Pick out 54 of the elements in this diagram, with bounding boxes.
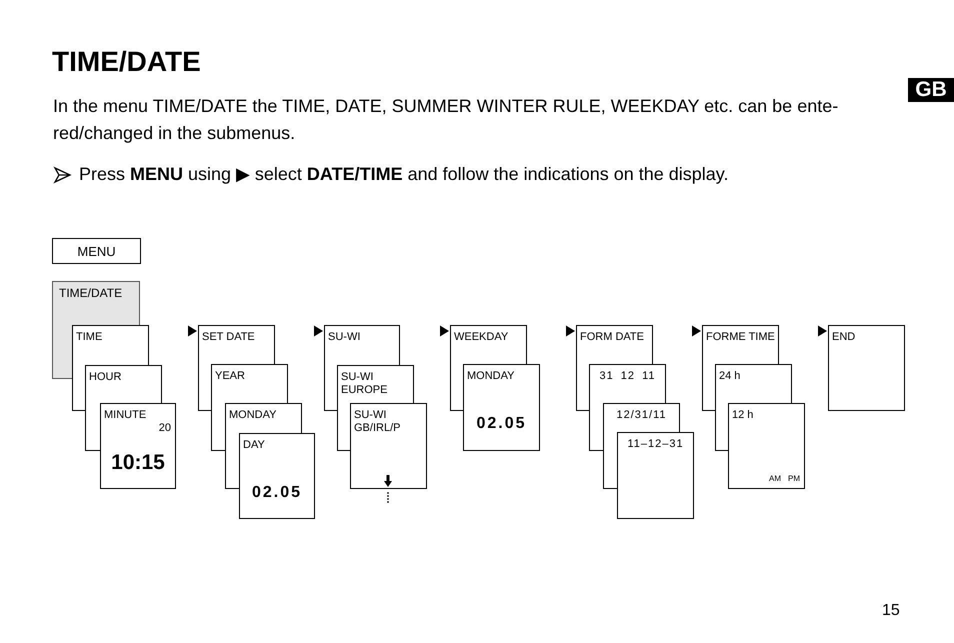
time-readout: 10:15 — [110, 451, 166, 475]
screen-label: DAY — [243, 439, 265, 452]
key-box — [52, 238, 141, 264]
small-number: 20 — [158, 422, 171, 435]
screen-label: 24 h — [719, 370, 740, 383]
date-format: 11–12–31 — [626, 438, 685, 451]
date-format: 31 12 11 — [598, 370, 656, 383]
screen-label: TIME/DATE — [59, 286, 122, 300]
screen-label: FORME TIME — [706, 331, 775, 344]
display-screen — [239, 433, 315, 519]
instruction-text: Press MENU using ▶ select DATE/TIME and follow the indications on the display. — [79, 163, 728, 186]
intro-paragraph: In the menu TIME/DATE the TIME, DATE, SUMMER WINTER RULE, WEEKDAY etc. can be ente- red/changed in the submenus. — [53, 95, 840, 145]
display-screen — [100, 403, 176, 489]
screen-label: HOUR — [89, 371, 122, 384]
am-indicator: AM — [769, 474, 781, 484]
display-screen — [576, 325, 653, 364]
screen-label: TIME — [76, 331, 102, 344]
display-screen — [589, 364, 666, 403]
display-screen — [324, 325, 400, 365]
display-screen — [702, 325, 779, 364]
display-screen — [617, 432, 694, 519]
screen-label: SET DATE — [202, 331, 255, 344]
pm-indicator: PM — [788, 474, 800, 484]
date-format: 12/31/11 — [615, 409, 668, 422]
screen-label: FORM DATE — [580, 331, 644, 344]
screen-label: WEEKDAY — [454, 331, 508, 344]
display-screen — [85, 365, 162, 403]
display-screen — [463, 364, 540, 451]
display-screen — [728, 403, 805, 489]
screen-label: YEAR — [215, 370, 245, 383]
display-screen — [337, 365, 414, 403]
display-screen — [211, 364, 288, 403]
display-screen — [72, 325, 149, 365]
display-screen — [450, 325, 527, 364]
screen-label: SU-WI EUROPE — [341, 371, 388, 397]
key-label: MENU — [76, 244, 117, 259]
date-readout: 02.05 — [475, 414, 528, 433]
screen-label: END — [832, 331, 856, 344]
screen-label: MINUTE — [104, 409, 146, 422]
display-screen — [225, 403, 302, 433]
display-screen — [198, 325, 275, 364]
screen-label: SU-WI GB/IRL/P — [354, 409, 402, 435]
display-screen — [603, 403, 680, 432]
page-number: 15 — [882, 601, 900, 621]
language-tab: GB — [908, 78, 954, 102]
screen-label: 12 h — [732, 409, 754, 422]
menu-screen — [52, 281, 140, 325]
display-screen — [715, 364, 792, 403]
display-screen — [828, 325, 905, 411]
screen-label: MONDAY — [467, 370, 514, 383]
screen-label: MONDAY — [229, 409, 276, 422]
page-title: TIME/DATE — [52, 45, 201, 79]
screen-label: SU-WI — [328, 331, 360, 344]
date-readout: 02.05 — [250, 483, 304, 502]
